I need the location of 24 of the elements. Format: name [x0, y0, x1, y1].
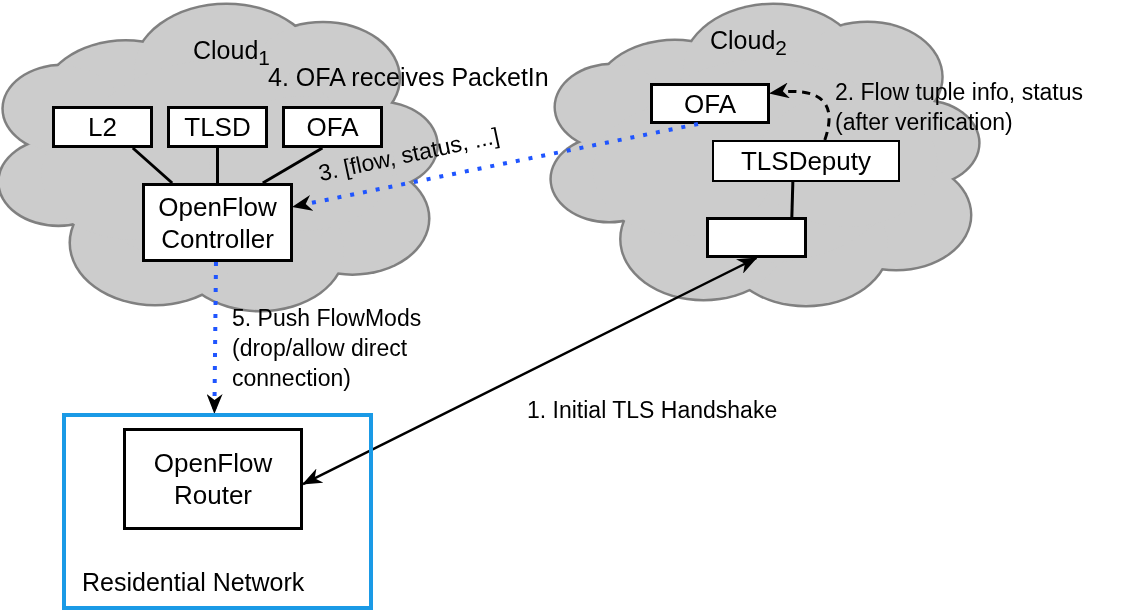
connector-line: [216, 148, 219, 183]
edge-label: 1. Initial TLS Handshake: [527, 396, 779, 425]
component-box: OpenFlow Controller: [142, 183, 293, 262]
component-box: OFA: [282, 106, 383, 148]
edge-label: 5. Push FlowMods (drop/allow direct connection): [232, 304, 423, 393]
step-label: 4. OFA receives PacketIn: [268, 63, 549, 92]
arrow: [302, 256, 758, 486]
edge-label: 2. Flow tuple info, status (after verification): [835, 78, 1084, 137]
component-box: L2: [52, 106, 153, 148]
arrow: [206, 261, 223, 414]
cloud-title: Cloud$_{2}$: [710, 25, 787, 61]
group-title: Residential Network: [82, 567, 305, 597]
component-box: TLSD: [167, 106, 268, 148]
arrow: [769, 83, 831, 141]
connector-line: [790, 181, 795, 218]
connector-line: [131, 146, 174, 185]
cloud-title: Cloud$_{1}$: [193, 35, 270, 69]
connector-line: [262, 146, 324, 185]
component-box: OFA: [650, 83, 770, 124]
component-box: OpenFlow Router: [123, 428, 303, 530]
component-box: [706, 217, 807, 258]
component-box: TLSDeputy: [712, 140, 900, 182]
network-boundary: [62, 413, 373, 610]
arrow: [292, 122, 699, 211]
